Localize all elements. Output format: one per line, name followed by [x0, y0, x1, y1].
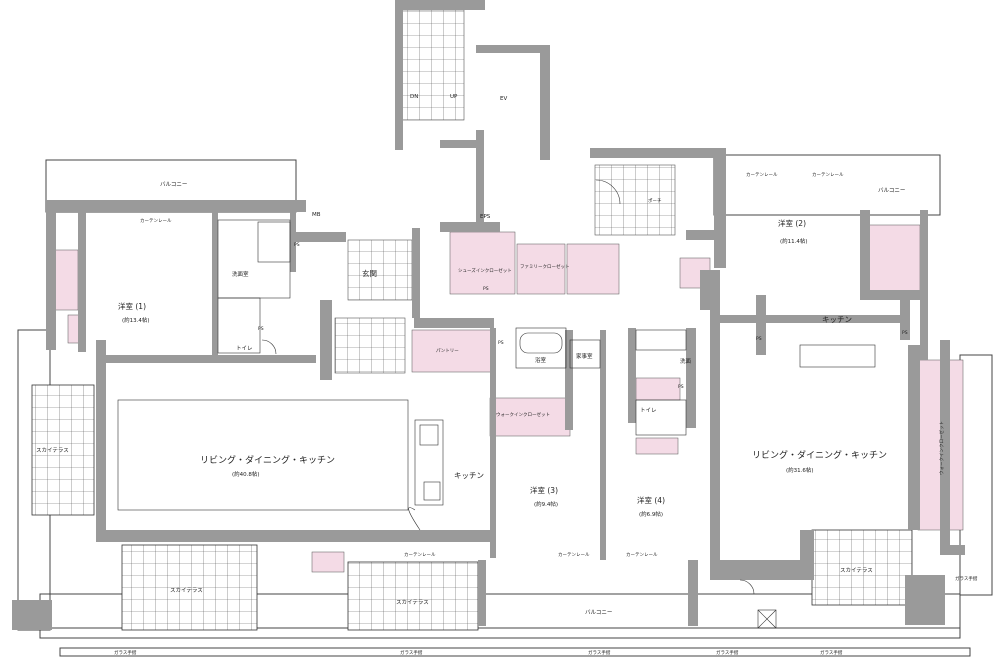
- wic-mid-label: ウォークインクローゼット: [496, 411, 550, 418]
- washroom-mid-label: 洗面: [680, 357, 692, 365]
- sky-terrace-left: [31, 384, 95, 516]
- ps-label-4: PS: [678, 384, 684, 390]
- glass-rail-label-1: ガラス手摺: [114, 649, 137, 656]
- stair-core: [401, 9, 465, 121]
- eps-label: EPS: [480, 214, 491, 220]
- western1-size: (約13.4帖): [122, 316, 150, 324]
- dn-label: DN: [410, 94, 418, 100]
- patio-floor: [334, 317, 406, 374]
- kitchen-left-label: キッチン: [454, 471, 484, 480]
- kitchen-right-label: キッチン: [822, 315, 852, 324]
- sky-terrace-bottom-mid-label: スカイテラス: [396, 599, 429, 606]
- bath-label: 浴室: [535, 356, 547, 364]
- glass-rail-label-5: ガラス手摺: [820, 649, 843, 656]
- toilet-left-label: トイレ: [236, 346, 253, 352]
- balcony-top-right-label: バルコニー: [878, 187, 905, 194]
- sky-terrace-left-label: スカイテラス: [36, 447, 69, 454]
- sky-terrace-right-label: スカイテラス: [840, 567, 873, 574]
- ps-label-5: PS: [756, 336, 762, 342]
- curtain-rail-label-1: カーテンレール: [140, 218, 172, 224]
- ldk-right-name: リビング・ダイニング・キッチン: [752, 449, 887, 461]
- sky-terrace-bottom-left-label: スカイテラス: [170, 587, 203, 594]
- pantry-label: パントリー: [436, 348, 459, 354]
- ps-label-3: PS: [498, 340, 504, 346]
- glass-rail-label-2: ガラス手摺: [400, 649, 423, 656]
- balcony-bottom-label: バルコニー: [585, 609, 612, 616]
- western3-name: 洋室 (3): [530, 485, 558, 495]
- powder-left-label: 洗面室: [232, 270, 249, 278]
- sky-terrace-right: [811, 529, 913, 606]
- entrance-label: 玄関: [362, 268, 377, 278]
- western2-size: (約11.4帖): [780, 237, 808, 245]
- glass-rail-label-6: ガラス手摺: [955, 575, 978, 582]
- toilet-mid-label: トイレ: [640, 408, 657, 414]
- glass-rail-label-4: ガラス手摺: [716, 649, 739, 656]
- interior-lines: [117, 179, 876, 629]
- sky-terrace-bottom-left: [121, 544, 258, 631]
- walls: [12, 0, 965, 630]
- curtain-rail-label-5: カーテンレール: [746, 172, 778, 178]
- curtain-rail-label-4: カーテンレール: [626, 552, 658, 558]
- western3-size: (約9.4帖): [534, 500, 558, 508]
- up-label: UP: [450, 94, 458, 100]
- western2-name: 洋室 (2): [778, 218, 806, 228]
- western4-name: 洋室 (4): [637, 495, 665, 505]
- wic-right-label: ウォークインクローゼット: [938, 421, 945, 475]
- family-closet-label: ファミリークローゼット: [520, 263, 570, 270]
- mb-label: MB: [312, 212, 321, 218]
- western4-size: (約6.9帖): [639, 510, 663, 518]
- ldk-left-name: リビング・ダイニング・キッチン: [200, 454, 335, 466]
- ldk-right-size: (約31.6帖): [786, 466, 814, 474]
- ps-label-1: PS: [294, 242, 300, 248]
- curtain-rail-label-3: カーテンレール: [558, 552, 590, 558]
- ps-label-6: PS: [902, 330, 908, 336]
- curtain-rail-label-2: カーテンレール: [404, 552, 436, 558]
- western1-name: 洋室 (1): [118, 301, 146, 311]
- shoes-in-closet-label: シューズインクローゼット: [458, 267, 512, 274]
- curtain-rail-label-6: カーテンレール: [812, 172, 844, 178]
- ldk-left-size: (約40.8帖): [232, 470, 260, 478]
- storage-areas: [51, 224, 964, 573]
- glass-rail-label-3: ガラス手摺: [588, 649, 611, 656]
- laundry-label: 家事室: [576, 352, 593, 360]
- porch-label: ポーチ: [648, 197, 662, 204]
- entrance-floor: [347, 239, 413, 301]
- porch-floor: [594, 164, 676, 236]
- balcony-top-left-label: バルコニー: [160, 181, 187, 188]
- ps-label-2: PS: [258, 326, 264, 332]
- ps-label-7: PS: [483, 286, 489, 292]
- ev-label: EV: [500, 96, 507, 102]
- sky-terrace-bottom-mid: [347, 561, 479, 631]
